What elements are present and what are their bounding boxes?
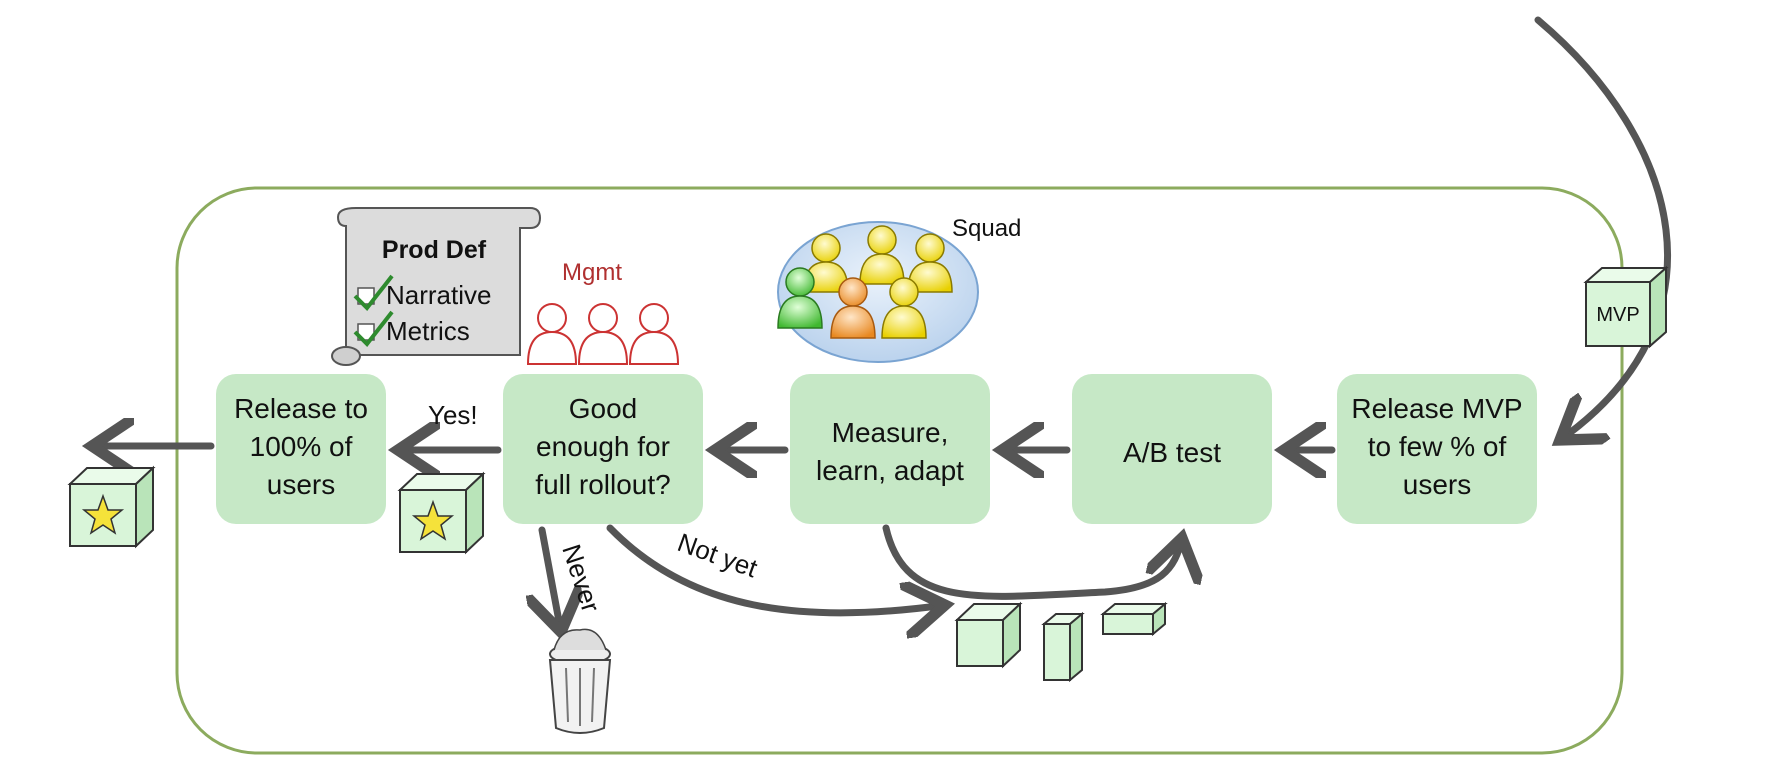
checkmark-icon [353, 310, 394, 348]
mvp-label: MVP [1596, 304, 1639, 326]
prod-def-item-narrative: Narrative [386, 280, 491, 310]
cube-icon [1041, 611, 1085, 683]
release-mvp-line3: users [1403, 469, 1471, 500]
measure-line1: Measure, [832, 417, 949, 448]
box-measure: Measure, learn, adapt [790, 374, 990, 524]
box-release-full: Release to 100% of users [216, 374, 386, 524]
release-full-line3: users [267, 469, 335, 500]
good-enough-line3: full rollout? [535, 469, 670, 500]
people-icon [526, 303, 680, 365]
release-full-line1: Release to [234, 393, 368, 424]
squad-label: Squad [952, 215, 1021, 242]
release-full-line2: 100% of [250, 431, 353, 462]
star-cube-icon [67, 465, 156, 549]
release-mvp-line2: to few % of [1368, 431, 1507, 462]
star-cube-icon [397, 471, 486, 555]
box-good-enough: Good enough for full rollout? [503, 374, 703, 524]
arrow-not-yet [606, 524, 945, 613]
good-enough-line2: enough for [536, 431, 670, 462]
checkmark-icon [353, 274, 394, 312]
squad-icon [777, 221, 979, 363]
ab-test-line1: A/B test [1123, 437, 1221, 468]
yes-label: Yes! [428, 400, 478, 430]
box-ab-test: A/B test [1072, 374, 1272, 524]
incoming-arrow [1534, 16, 1672, 440]
scroll-icon: Prod Def Narrative Metrics [331, 207, 542, 366]
arrow-never [542, 526, 561, 632]
release-mvp-line1: Release MVP [1351, 393, 1522, 424]
mvp-cube-icon: MVP [1583, 265, 1669, 349]
cube-icon [954, 601, 1023, 669]
cube-icon [1100, 601, 1168, 637]
box-release-mvp: Release MVP to few % of users [1337, 374, 1537, 524]
mgmt-label: Mgmt [562, 259, 622, 286]
good-enough-line1: Good [569, 393, 638, 424]
prod-def-title: Prod Def [382, 236, 487, 264]
trash-can-icon [548, 628, 612, 734]
measure-line2: learn, adapt [816, 455, 964, 486]
prod-def-item-metrics: Metrics [386, 316, 470, 346]
arrow-measure-to-ab-loop [882, 524, 1182, 600]
